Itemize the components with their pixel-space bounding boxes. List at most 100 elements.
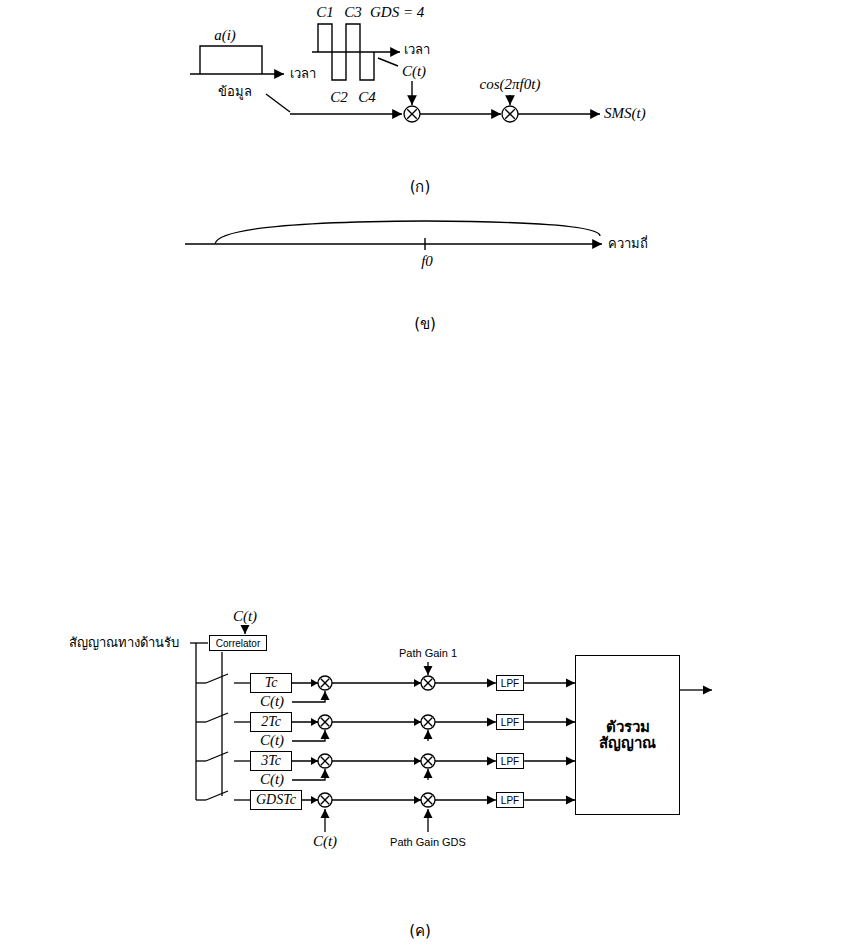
arrowheads — [414, 718, 421, 726]
signal-label: C(t) — [402, 63, 426, 80]
multiplier-symbol — [421, 715, 435, 729]
chip-label: C1 — [316, 4, 334, 21]
signal-connector — [524, 760, 575, 761]
multiplier-symbol — [502, 106, 518, 122]
signal-wire — [509, 95, 510, 105]
part-caption: (ข) — [414, 316, 436, 333]
multiplier-symbol — [424, 679, 432, 687]
multiplier-symbol — [424, 718, 432, 726]
receiver-wiring — [196, 721, 206, 722]
receiver-wiring — [292, 730, 325, 741]
signal-connector — [524, 682, 575, 683]
multiplier-symbol — [424, 757, 432, 765]
variable-label: a(i) — [214, 27, 236, 44]
multiplier-symbol — [407, 109, 417, 119]
box-text: 3Tc — [261, 753, 281, 768]
receiver-wiring — [292, 769, 325, 780]
signal-wire — [411, 81, 412, 105]
axis-label: เวลา — [404, 43, 430, 58]
multiplier-symbol — [321, 679, 329, 687]
spectrum-drawing — [185, 221, 602, 250]
spectrum-curve — [215, 221, 600, 244]
transmitter-drawing — [190, 24, 600, 114]
chip-label: C4 — [358, 89, 376, 106]
signal-wire — [190, 642, 208, 643]
signal-wire — [290, 113, 402, 114]
multiplier-symbol — [318, 676, 332, 690]
multiplier-symbol — [318, 715, 332, 729]
signal-label: C(t) — [313, 833, 337, 850]
data-pulse — [200, 46, 262, 74]
multiplier-symbol — [318, 676, 332, 690]
multiplier-symbol — [424, 796, 432, 804]
box-text: LPF — [501, 795, 519, 806]
receiver-wiring — [427, 809, 428, 832]
leader-line — [378, 58, 398, 66]
combiner-box: ตัวรวม สัญญาณ — [575, 655, 680, 815]
box-text: LPF — [501, 756, 519, 767]
frequency-label: f0 — [421, 253, 433, 270]
arrowheads — [311, 679, 421, 804]
multiplier-symbol — [404, 106, 420, 122]
delay-box: 3Tc — [250, 751, 292, 771]
output-label: SMS(t) — [604, 105, 646, 122]
receiver-wiring — [196, 799, 206, 800]
multiplier-symbol — [421, 793, 435, 807]
arrowheads — [311, 679, 318, 687]
time-axis — [190, 73, 284, 74]
multiplier-symbol — [404, 106, 420, 122]
frequency-axis — [185, 243, 602, 244]
multiplier-symbol — [505, 109, 515, 119]
multiplier-symbol — [321, 718, 329, 726]
switch-symbol — [206, 752, 228, 761]
multiplier-symbol — [318, 106, 518, 807]
receiver-wiring — [190, 626, 712, 832]
signal-wire — [420, 113, 501, 114]
box-text: GDSTc — [256, 792, 296, 807]
receiver-wiring — [234, 721, 250, 722]
time-axis — [312, 51, 400, 52]
signal-connector — [524, 799, 575, 800]
multiplier-symbol — [321, 796, 329, 804]
multiplier-symbol — [424, 718, 432, 726]
multiplier-symbol — [321, 718, 329, 726]
receiver-wiring — [196, 682, 206, 683]
receiver-wiring — [234, 799, 250, 800]
delay-box: GDSTc — [250, 790, 302, 810]
multiplier-symbol — [421, 754, 435, 768]
axis-label: ความถี่ — [608, 237, 648, 252]
multiplier-symbol — [421, 676, 435, 690]
input-label: สัญญาณทางด้านรับ — [69, 636, 179, 651]
switch-symbol — [206, 791, 228, 800]
multiplier-symbol — [318, 715, 332, 729]
gain-label: Path Gain 1 — [399, 647, 457, 660]
chip-label: C2 — [330, 89, 348, 106]
leader-line — [266, 94, 290, 112]
multiplier-symbol — [421, 676, 435, 690]
signal-label: C(t) — [233, 608, 257, 625]
part-caption: (ก) — [410, 179, 431, 196]
arrowheads — [311, 718, 318, 726]
arrowheads — [311, 757, 318, 765]
receiver-wiring — [234, 682, 250, 683]
box-text: Correlator — [216, 638, 260, 649]
multiplier-symbol — [321, 679, 329, 687]
box-text: LPF — [501, 678, 519, 689]
lpf-box: LPF — [496, 675, 524, 691]
multiplier-symbol — [321, 757, 329, 765]
receiver-wiring — [196, 760, 206, 761]
receiver-wiring — [427, 662, 428, 675]
signal-connector — [524, 721, 575, 722]
receiver-wiring — [324, 809, 325, 832]
arrowheads — [414, 757, 421, 765]
chip-label: C3 — [344, 4, 362, 21]
part-caption: (ค) — [409, 923, 431, 940]
multiplier-symbol — [424, 796, 432, 804]
signal-label: C(t) — [260, 732, 284, 749]
lpf-box: LPF — [496, 792, 524, 808]
multiplier-symbol — [424, 679, 432, 687]
control-line — [221, 652, 222, 796]
box-text: ตัวรวม สัญญาณ — [582, 719, 673, 752]
